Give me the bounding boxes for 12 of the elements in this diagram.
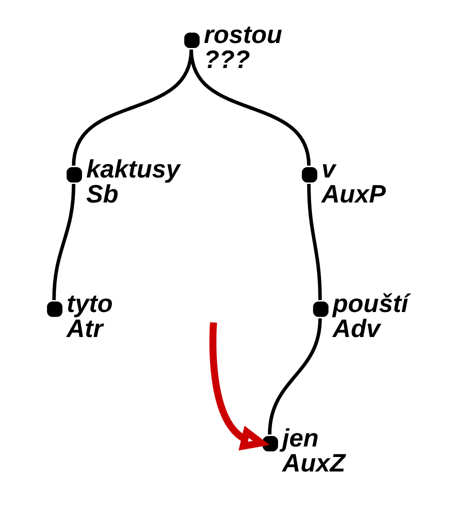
connector xyxy=(307,184,322,300)
node-label: kaktusy xyxy=(86,155,180,184)
node-label: v xyxy=(321,155,336,184)
connector xyxy=(190,49,311,166)
node-label: jen xyxy=(282,424,319,452)
arrow xyxy=(209,322,270,450)
node-label: pouští xyxy=(332,290,408,318)
connector xyxy=(268,318,322,435)
node-label: Sb xyxy=(86,180,118,209)
node-label: AuxP xyxy=(321,180,386,209)
node-label: tyto xyxy=(66,290,113,318)
connector xyxy=(52,184,76,300)
